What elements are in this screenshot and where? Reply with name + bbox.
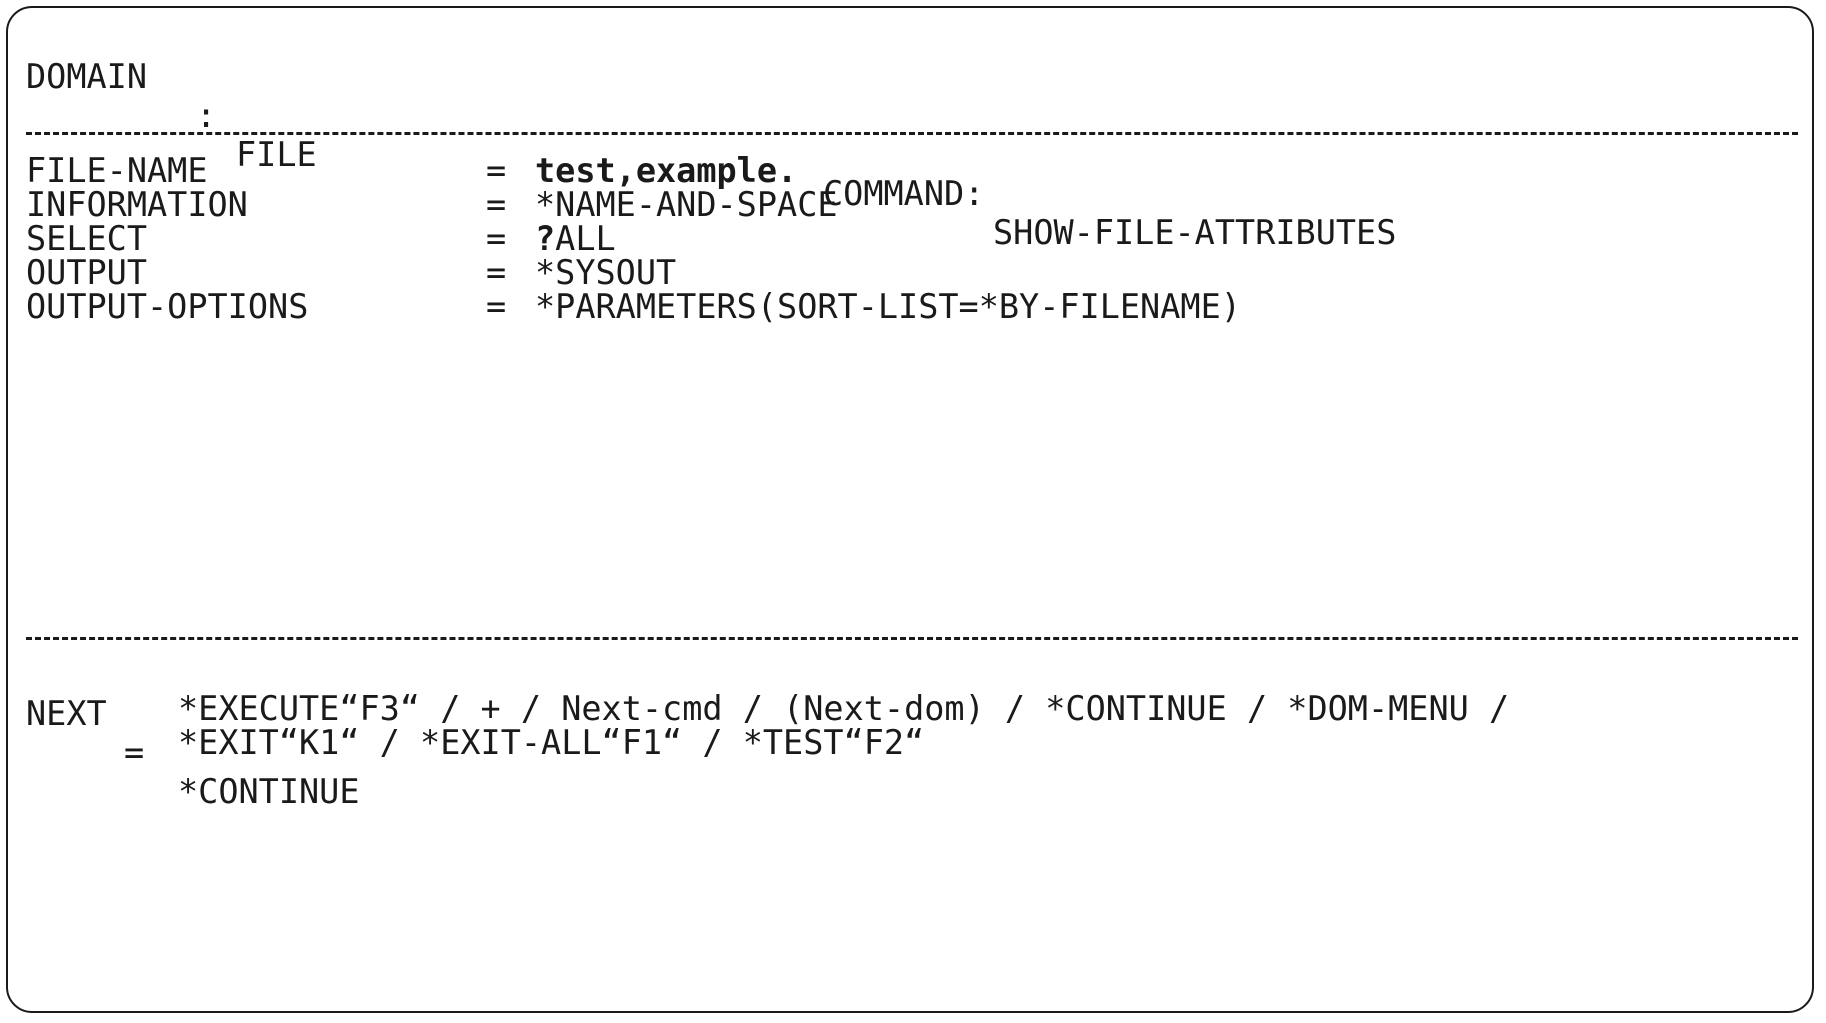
operand-equals: = [486, 185, 507, 224]
operand-row-information[interactable]: INFORMATION = *NAME-AND-SPACE [26, 185, 1806, 224]
command-value: SHOW-FILE-ATTRIBUTES [993, 213, 1397, 252]
operand-equals: = [486, 219, 507, 258]
operand-label: OUTPUT-OPTIONS [26, 287, 309, 326]
operand-label: FILE-NAME [26, 151, 208, 190]
next-label: NEXT [26, 694, 107, 733]
information-input[interactable]: *NAME-AND-SPACE [535, 185, 838, 224]
next-options-line-1: *EXECUTE“F3“ / + / Next-cmd / (Next-dom)… [178, 689, 1510, 728]
top-divider [26, 132, 1798, 135]
operand-label: INFORMATION [26, 185, 248, 224]
operand-label: SELECT [26, 219, 148, 258]
output-input[interactable]: *SYSOUT [535, 253, 677, 292]
command-label: COMMAND: [823, 174, 985, 213]
operand-equals: = [486, 151, 507, 190]
next-row[interactable]: NEXT = *CONTINUE [26, 655, 1806, 811]
operand-equals: = [486, 253, 507, 292]
operand-equals: = [486, 287, 507, 326]
domain-value: FILE [236, 135, 317, 174]
terminal-screen: DOMAIN : FILE COMMAND: SHOW-FILE-ATTRIBU… [6, 6, 1814, 1013]
operand-row-select[interactable]: SELECT = ?ALL [26, 219, 1806, 258]
next-equals: = [124, 733, 145, 772]
output-options-input[interactable]: *PARAMETERS(SORT-LIST=*BY-FILENAME) [535, 287, 1241, 326]
next-options-line-2: *EXIT“K1“ / *EXIT-ALL“F1“ / *TEST“F2“ [178, 723, 925, 762]
operand-row-output-options[interactable]: OUTPUT-OPTIONS = *PARAMETERS(SORT-LIST=*… [26, 287, 1806, 326]
operand-row-file-name[interactable]: FILE-NAME = test,example. [26, 151, 1806, 190]
domain-separator: : [196, 96, 217, 135]
next-input[interactable]: *CONTINUE [178, 772, 360, 811]
domain-label: DOMAIN [26, 57, 148, 96]
file-name-input[interactable]: test,example. [535, 151, 798, 190]
select-input[interactable]: ?ALL [535, 219, 616, 258]
bottom-divider [26, 637, 1798, 640]
select-value: ALL [555, 219, 616, 258]
help-question-mark: ? [535, 219, 556, 258]
header-line: DOMAIN : FILE COMMAND: SHOW-FILE-ATTRIBU… [26, 18, 1806, 252]
operand-label: OUTPUT [26, 253, 148, 292]
operand-row-output[interactable]: OUTPUT = *SYSOUT [26, 253, 1806, 292]
